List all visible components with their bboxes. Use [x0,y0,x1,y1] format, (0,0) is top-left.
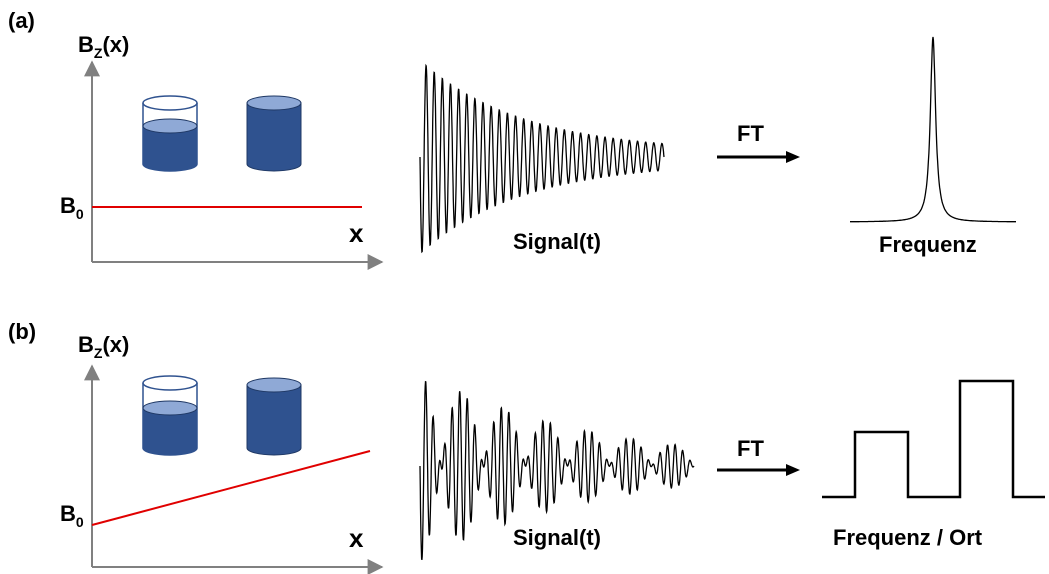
panel-b-signal-label: Signal(t) [513,525,601,550]
panel-b-field-line [91,450,371,526]
panel-b-label: (b) [8,319,36,344]
panel-b-result-label: Frequenz / Ort [833,525,983,550]
panel-b-y-axis-label: BZ(x) [78,332,129,361]
panel-a-label: (a) [8,8,35,33]
panel-a-result-label: Frequenz [879,232,977,257]
panel-a-ft-arrow-icon [717,151,800,163]
panel-a: (a) BZ(x) B0 x Signal(t) FT [8,8,1016,270]
panel-a-fid-signal [419,63,665,254]
full-cylinder-icon [246,377,302,456]
panel-b-baseline-label: B0 [60,501,84,530]
panel-a-signal-label: Signal(t) [513,229,601,254]
partially-filled-beaker-icon [142,95,198,172]
full-cylinder-icon [246,95,302,172]
panel-a-ft-label: FT [737,121,764,146]
panel-b-ft-label: FT [737,436,764,461]
panel-b-x-axis-label: x [349,523,364,553]
panel-b-beating-signal [419,380,695,561]
panel-a-y-axis-label: BZ(x) [78,32,129,61]
panel-a-baseline-label: B0 [60,193,84,222]
panel-a-x-axis-label: x [349,218,364,248]
panel-b-spectrum-rectangles [822,379,1045,499]
partially-filled-beaker-icon [142,375,198,456]
panel-b-ft-arrow-icon [717,464,800,476]
panel-b: (b) BZ(x) B0 x Signal(t) FT Frequenz / O… [8,319,1045,574]
panel-a-spectrum-peak [850,36,1016,223]
